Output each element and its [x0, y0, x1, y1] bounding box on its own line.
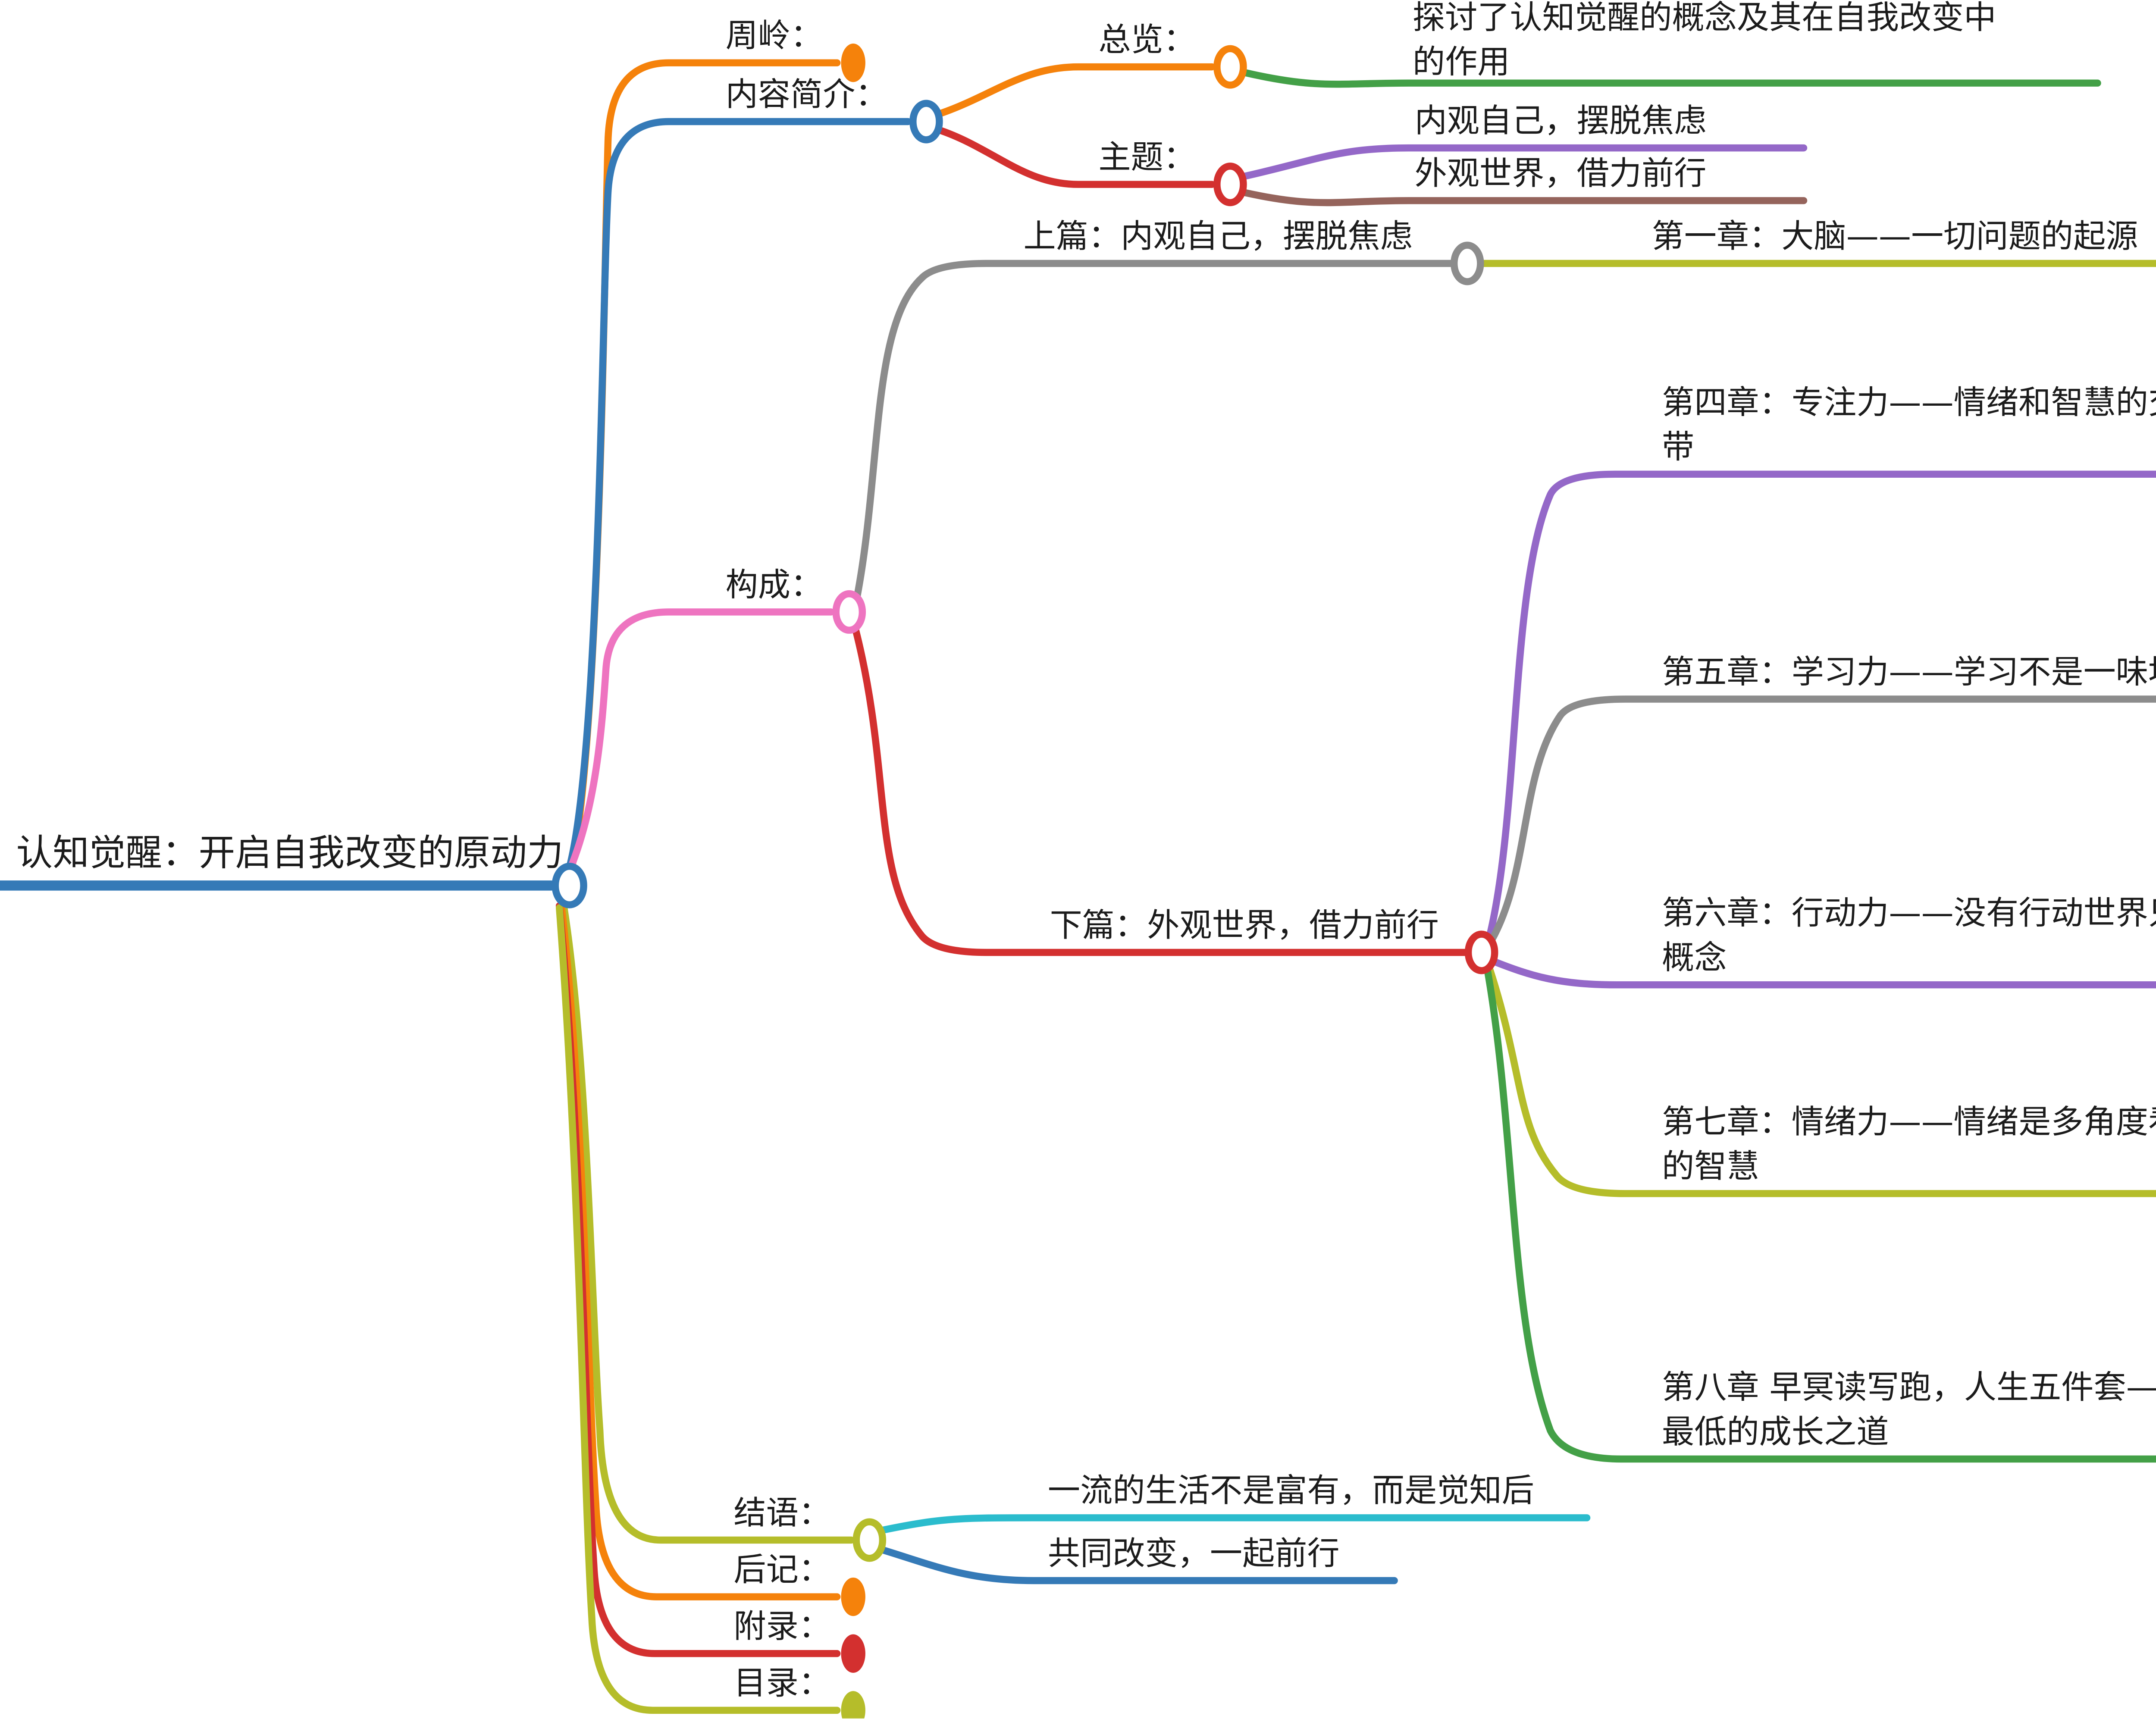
- node-conclusion-label[interactable]: 结语：: [733, 1493, 831, 1532]
- branch-chapter4: [1486, 470, 2156, 940]
- branch-conclusion: [560, 900, 855, 1544]
- branch-chapter8: [1484, 967, 2156, 1463]
- node-author-label[interactable]: 周岭：: [725, 16, 823, 55]
- structure-node-toggle[interactable]: [832, 590, 866, 634]
- branch-structure: [564, 608, 835, 879]
- node-chapter7-label[interactable]: 第七章：情绪力——情绪是多角度看问题的智慧: [1661, 1102, 2156, 1186]
- node-postscript-label[interactable]: 后记：: [733, 1550, 831, 1589]
- branch-part2: [852, 624, 1469, 956]
- node-theme-label[interactable]: 主题：: [1098, 138, 1196, 176]
- branch-chapter5: [1488, 695, 2156, 944]
- branch-toc: [555, 904, 841, 1714]
- node-conclusion-point2[interactable]: 共同改变，一起前行: [1047, 1534, 1340, 1573]
- branch-postscript: [558, 902, 841, 1600]
- overview-node-toggle[interactable]: [1213, 45, 1247, 89]
- branch-theme: [934, 126, 1216, 188]
- toc-node-marker[interactable]: [841, 1691, 865, 1719]
- node-overview-label[interactable]: 总览：: [1098, 20, 1196, 59]
- root-node-toggle[interactable]: [552, 863, 587, 908]
- branch-chapter6: [1488, 957, 2156, 989]
- branch-theme-outer: [1241, 189, 1808, 207]
- part1-node-toggle[interactable]: [1451, 241, 1484, 285]
- part2-node-toggle[interactable]: [1464, 930, 1498, 974]
- branch-overview: [937, 63, 1216, 117]
- node-part1-label[interactable]: 上篇：内观自己，摆脱焦虑: [1023, 216, 1413, 256]
- node-chapter4-label[interactable]: 第四章：专注力——情绪和智慧的交叉地带: [1661, 383, 2156, 466]
- conclusion-node-toggle[interactable]: [852, 1518, 887, 1562]
- node-structure-label[interactable]: 构成：: [725, 565, 823, 604]
- node-appendix-label[interactable]: 附录：: [733, 1607, 831, 1646]
- node-part2-label[interactable]: 下篇：外观世界，借力前行: [1050, 905, 1439, 945]
- node-intro-label[interactable]: 内容简介：: [725, 75, 888, 114]
- branch-conclusion-point2: [880, 1547, 1398, 1584]
- author-node-marker[interactable]: [841, 44, 865, 82]
- node-conclusion-point1[interactable]: 一流的生活不是富有，而是觉知后: [1047, 1471, 1534, 1510]
- node-chapter5-label[interactable]: 第五章：学习力——学习不是一味地努力: [1661, 652, 2156, 691]
- node-root-label[interactable]: 认知觉醒：开启自我改变的原动力: [16, 833, 564, 876]
- intro-node-toggle[interactable]: [909, 100, 943, 144]
- node-chapter1-label[interactable]: 第一章：大脑——一切问题的起源: [1651, 216, 2138, 256]
- theme-node-toggle[interactable]: [1213, 163, 1247, 207]
- branch-chapter7: [1486, 965, 2156, 1197]
- appendix-node-marker[interactable]: [841, 1634, 865, 1673]
- branch-theme-inner: [1241, 144, 1808, 180]
- branch-part1: [853, 260, 1455, 600]
- node-toc-label[interactable]: 目录：: [733, 1663, 831, 1702]
- postscript-node-marker[interactable]: [841, 1577, 865, 1616]
- node-theme-inner[interactable]: 内观自己，摆脱焦虑: [1414, 101, 1707, 140]
- node-theme-outer[interactable]: 外观世界，借力前行: [1414, 154, 1707, 193]
- node-chapter8-label[interactable]: 第八章 早冥读写跑，人生五件套——成本最低的成长之道: [1661, 1368, 2156, 1451]
- node-overview-summary[interactable]: 探讨了认知觉醒的概念及其在自我改变中的作用: [1412, 0, 1996, 81]
- branch-conclusion-point1: [880, 1514, 1591, 1534]
- branch-intro: [566, 118, 912, 871]
- node-chapter6-label[interactable]: 第六章：行动力——没有行动世界只是个概念: [1661, 893, 2156, 977]
- branch-overview-summary: [1243, 69, 2101, 88]
